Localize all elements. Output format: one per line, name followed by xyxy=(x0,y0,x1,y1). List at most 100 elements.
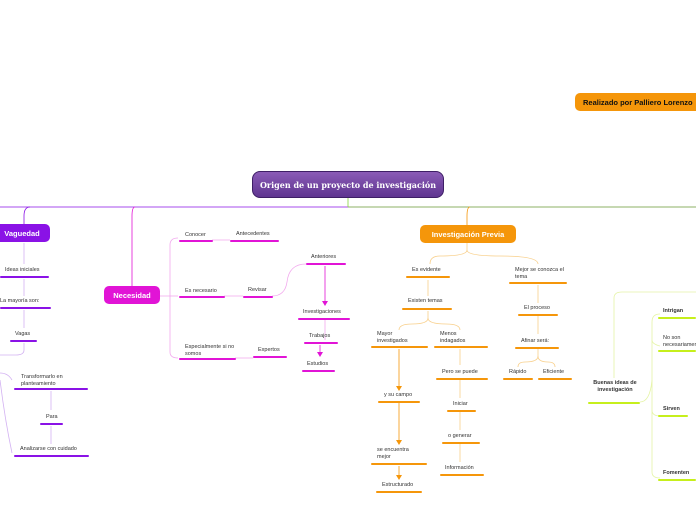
nec-especialmente[interactable]: Especialmente si no somos xyxy=(185,344,235,357)
branch-buenas-ideas[interactable]: Buenas ideas de investigación xyxy=(588,380,642,393)
vag-vagas[interactable]: Vagas xyxy=(15,331,30,338)
ip-informacion-underline xyxy=(440,474,484,477)
vag-transformarlo[interactable]: Transformarlo en planteamiento xyxy=(21,374,81,387)
connector-bi-sirven xyxy=(651,380,661,417)
branch-buenas-ideas-title: Buenas ideas de investigación xyxy=(593,380,637,393)
vag-ideas-iniciales-underline xyxy=(0,276,49,279)
connector-ip-rapido xyxy=(517,349,539,368)
ip-mejor-se-conozca-label: Mejor se conozca el tema xyxy=(515,267,564,280)
ip-se-encuentra-mejor[interactable]: se encuentra mejor xyxy=(377,447,417,460)
ip-mejor-se-conozca[interactable]: Mejor se conozca el tema xyxy=(515,267,569,280)
ip-eficiente-label: Eficiente xyxy=(543,369,565,375)
ip-mejor-se-conozca-underline xyxy=(509,282,567,285)
nec-trabajos[interactable]: Trabajos xyxy=(309,333,330,340)
vag-transformarlo-label: Transformarlo en planteamiento xyxy=(21,374,63,387)
nec-estudios-underline xyxy=(302,370,335,373)
branch-investigacion-previa[interactable]: Investigación Previa xyxy=(420,225,516,243)
connector-vaguedad xyxy=(23,206,31,226)
ip-afinar-sera-label: Afinar será: xyxy=(521,338,550,344)
bi-sirven-underline xyxy=(658,415,688,418)
nec-antecedentes-underline xyxy=(230,240,279,243)
nec-conocer-underline xyxy=(179,240,213,243)
bi-no-son[interactable]: No son necesariamente xyxy=(663,335,696,348)
connector-vag-5 xyxy=(0,372,13,381)
nec-expertos-underline xyxy=(253,356,287,359)
branch-vaguedad[interactable]: Vaguedad xyxy=(0,224,50,242)
ip-existen-temas-underline xyxy=(402,308,452,311)
ip-pero-se-puede[interactable]: Pero se puede xyxy=(442,369,478,376)
nec-antecedentes-label: Antecedentes xyxy=(236,231,270,237)
ip-rapido-label: Rápido xyxy=(509,369,527,375)
bi-fomenten-label: Fomenten xyxy=(663,470,690,476)
ip-y-su-campo-label: y su campo xyxy=(384,392,413,398)
nec-expertos[interactable]: Expertos xyxy=(258,347,280,354)
nec-antecedentes[interactable]: Antecedentes xyxy=(236,231,270,238)
vag-mayoria-label: La mayoría son: xyxy=(0,298,40,304)
ip-existen-temas[interactable]: Existen temas xyxy=(408,298,443,305)
nec-estudios-label: Estudios xyxy=(307,361,329,367)
ip-estructurado[interactable]: Estructurado xyxy=(382,482,413,489)
ip-rapido[interactable]: Rápido xyxy=(509,369,526,376)
connector-vag-4 xyxy=(0,343,25,356)
nec-investigaciones-label: Investigaciones xyxy=(303,309,341,315)
vag-ideas-iniciales[interactable]: Ideas iniciales xyxy=(5,267,40,274)
arrow-heads xyxy=(317,301,402,480)
ip-y-su-campo[interactable]: y su campo xyxy=(384,392,412,399)
vag-para[interactable]: Para xyxy=(46,414,58,421)
bi-fomenten[interactable]: Fomenten xyxy=(663,470,689,477)
bi-sirven[interactable]: Sirven xyxy=(663,406,680,413)
ip-menos-indagados-label: Menos indagados xyxy=(440,331,466,344)
nec-conocer[interactable]: Conocer xyxy=(185,232,206,239)
nec-revisar[interactable]: Revisar xyxy=(248,287,267,294)
ip-o-generar[interactable]: o generar xyxy=(448,433,472,440)
ip-o-generar-underline xyxy=(442,442,480,445)
ip-es-evidente[interactable]: Es evidente xyxy=(412,267,441,274)
ip-iniciar[interactable]: Iniciar xyxy=(453,401,468,408)
ip-o-generar-label: o generar xyxy=(448,433,472,439)
branch-necesidad[interactable]: Necesidad xyxy=(104,286,160,304)
author-box[interactable]: Realizado por Palliero Lorenzo xyxy=(575,93,696,111)
connector-vag-6 xyxy=(0,379,13,454)
nec-investigaciones-underline xyxy=(298,318,350,321)
bi-intrigan-label: Intrigan xyxy=(663,308,684,314)
branch-vaguedad-title: Vaguedad xyxy=(4,228,40,238)
vag-analizarse[interactable]: Analizarse con cuidado xyxy=(20,446,77,453)
vag-mayoria[interactable]: La mayoría son: xyxy=(0,298,39,305)
ip-informacion[interactable]: Información xyxy=(445,465,474,472)
vag-vagas-label: Vagas xyxy=(15,331,31,337)
connector-nec-especialmente xyxy=(169,296,179,359)
ip-estructurado-underline xyxy=(376,491,422,494)
ip-y-su-campo-underline xyxy=(378,401,420,404)
nec-anteriores-underline xyxy=(306,263,346,266)
nec-revisar-underline xyxy=(243,296,273,299)
ip-mayor-investigados[interactable]: Mayor investigados xyxy=(377,331,419,344)
connector-necesidad xyxy=(131,206,136,288)
root-topic[interactable]: Origen de un proyecto de investigación xyxy=(252,171,444,198)
nec-especialmente-underline xyxy=(179,358,236,361)
vag-mayoria-underline xyxy=(0,307,51,310)
ip-se-encuentra-mejor-underline xyxy=(371,463,427,466)
nec-trabajos-label: Trabajos xyxy=(309,333,331,339)
branch-buenas-ideas-underline xyxy=(588,402,640,405)
ip-afinar-sera[interactable]: Afinar será: xyxy=(521,338,549,345)
bi-intrigan-underline xyxy=(658,317,696,320)
connector-bi-fomenten xyxy=(651,410,661,479)
bi-intrigan[interactable]: Intrigan xyxy=(663,308,683,315)
ip-iniciar-underline xyxy=(447,410,476,413)
ip-estructurado-label: Estructurado xyxy=(382,482,414,488)
ip-eficiente[interactable]: Eficiente xyxy=(543,369,564,376)
vag-para-label: Para xyxy=(46,414,58,420)
nec-estudios[interactable]: Estudios xyxy=(307,361,328,368)
nec-revisar-label: Revisar xyxy=(248,287,267,293)
nec-es-necesario[interactable]: Es necesario xyxy=(185,288,217,295)
ip-informacion-label: Información xyxy=(445,465,474,471)
connector-bi-noson xyxy=(651,339,661,347)
nec-investigaciones[interactable]: Investigaciones xyxy=(303,309,341,316)
ip-el-proceso[interactable]: El proceso xyxy=(524,305,550,312)
connector-ip-eficiente xyxy=(537,355,556,368)
ip-menos-indagados[interactable]: Menos indagados xyxy=(440,331,476,344)
nec-es-necesario-label: Es necesario xyxy=(185,288,217,294)
nec-anteriores[interactable]: Anteriores xyxy=(311,254,336,261)
